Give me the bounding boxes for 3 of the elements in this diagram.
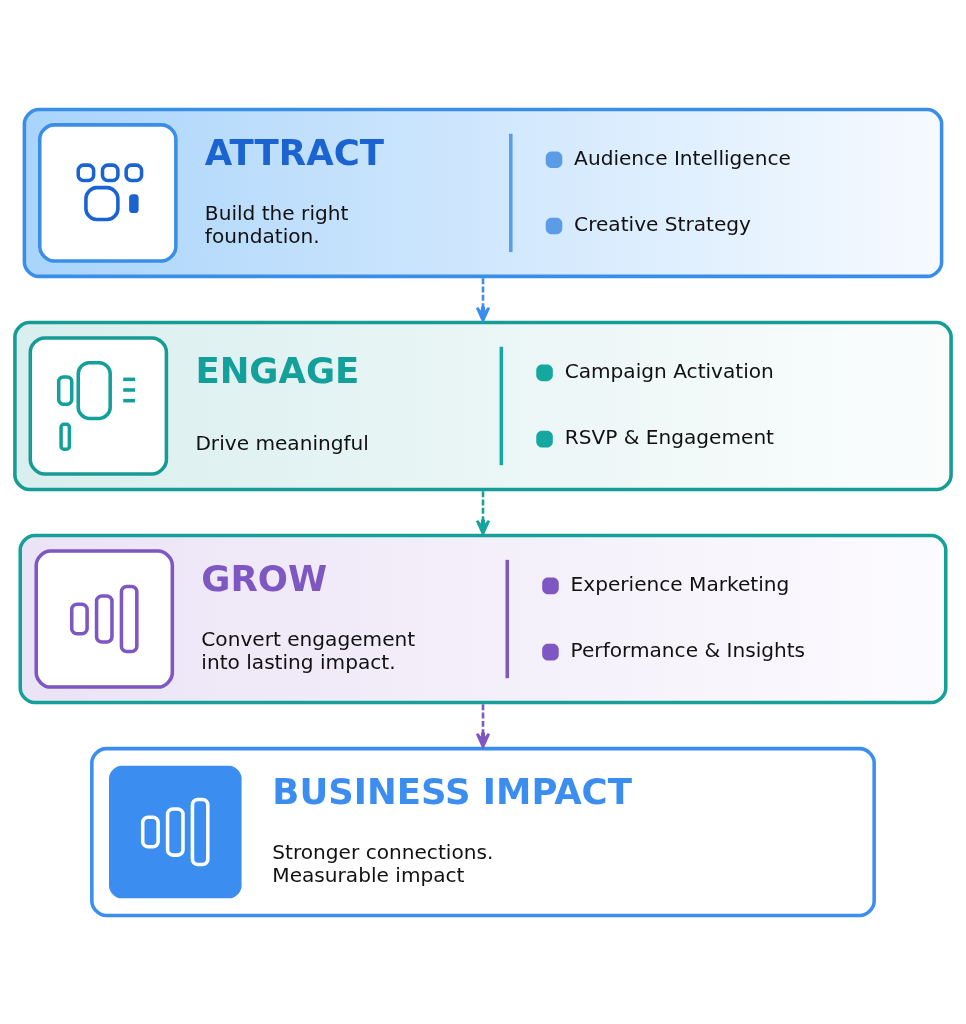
arrow: [475, 277, 491, 322]
arrow: [475, 703, 491, 748]
arrow: [475, 490, 491, 535]
